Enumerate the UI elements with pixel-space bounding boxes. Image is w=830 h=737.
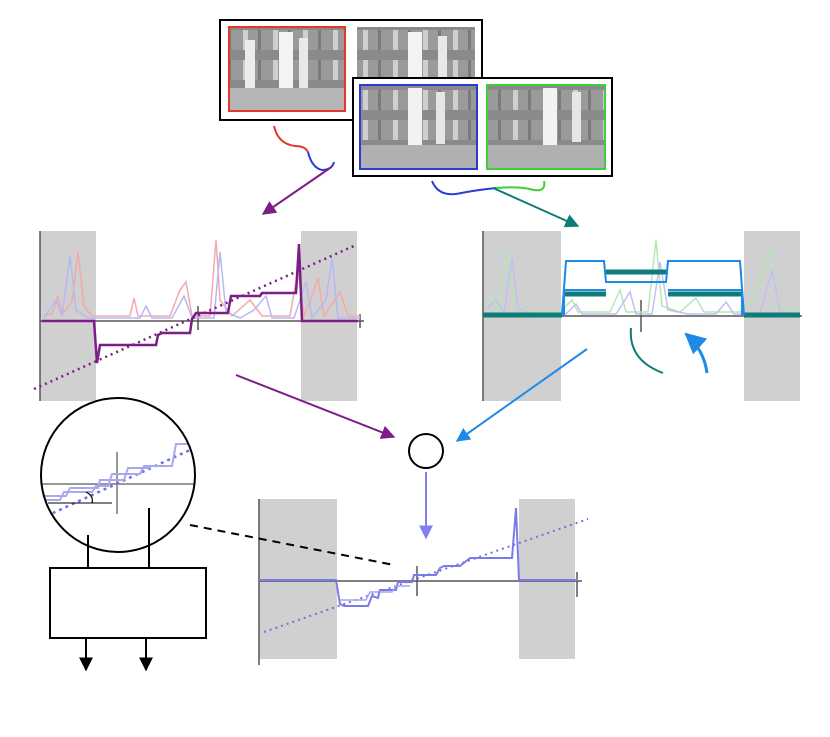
left-plot — [33, 231, 364, 401]
arrow-to-right-plot — [492, 187, 580, 228]
camera-frame-red — [228, 26, 346, 112]
magnifier — [40, 397, 196, 553]
right-plot-blue-outline-low — [563, 289, 743, 315]
right-plot-blue-outline — [561, 260, 745, 316]
processing-block — [49, 567, 207, 639]
camera-frame-blue — [359, 84, 478, 170]
camera-frames-bottom — [352, 77, 613, 177]
result-plot-step-curve-2 — [340, 585, 410, 601]
fusion-node — [408, 433, 444, 469]
left-plot-step-curve — [42, 243, 358, 364]
teal-curve — [629, 327, 664, 374]
arrow-right-to-fusion — [455, 348, 588, 442]
arrow-to-left-plot — [261, 167, 331, 215]
arrow-left-to-fusion — [235, 374, 396, 439]
zoom-connector — [189, 524, 395, 566]
left-plot-faint-red-trace — [43, 239, 360, 319]
camera-frame-green — [486, 84, 606, 170]
blue-curve-arrow — [684, 332, 709, 374]
right-plot — [482, 231, 802, 401]
result-plot — [258, 499, 589, 665]
signal-squiggles — [273, 125, 546, 196]
left-plot-faint-blue-trace — [43, 251, 360, 320]
result-plot-step-curve — [259, 507, 578, 607]
